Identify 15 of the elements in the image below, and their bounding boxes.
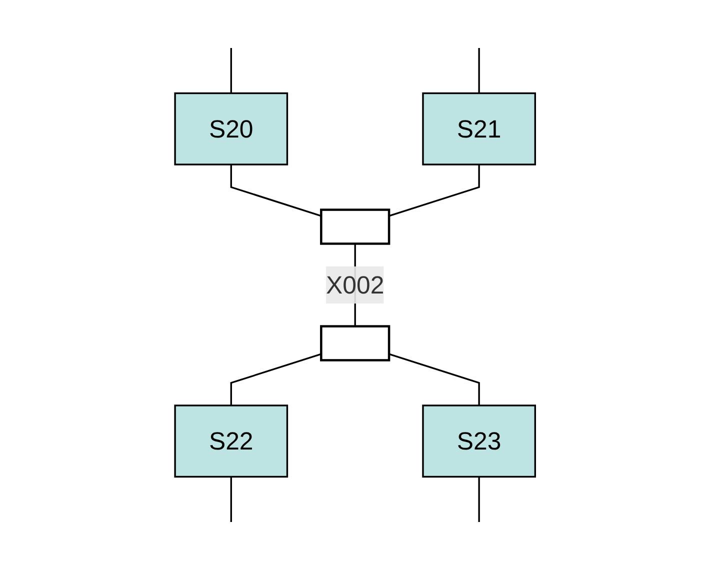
connector	[230, 476, 232, 522]
connector	[389, 352, 480, 405]
node-box: S20	[174, 92, 288, 165]
connector	[230, 352, 322, 405]
node-bar	[320, 324, 391, 361]
node-box: S21	[422, 92, 536, 165]
node-box: S22	[174, 404, 288, 478]
connector	[389, 164, 480, 216]
node-box: S23	[422, 404, 536, 478]
connector	[478, 476, 480, 522]
connector	[478, 48, 480, 93]
connector	[230, 48, 232, 93]
node-bar	[320, 208, 391, 244]
edge-label: X002	[326, 270, 385, 299]
connector	[230, 164, 322, 216]
